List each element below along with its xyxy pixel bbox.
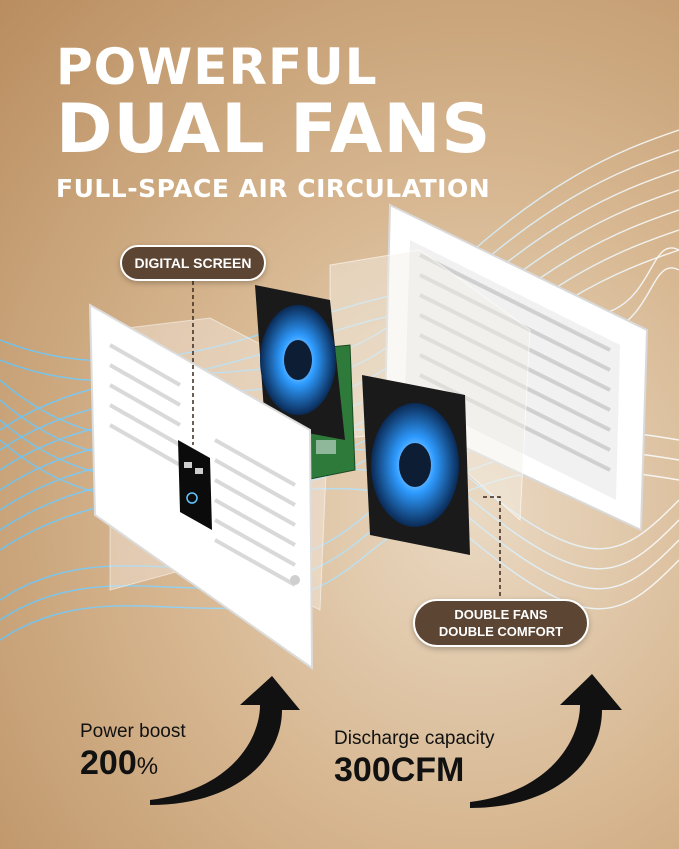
callout-double-fans: DOUBLE FANS DOUBLE COMFORT — [413, 599, 589, 647]
stat-discharge-label: Discharge capacity — [334, 728, 495, 749]
headline-line-2: DUAL FANS — [56, 90, 492, 169]
headline-line-1: POWERFUL — [56, 38, 378, 96]
back-grille-panel — [383, 203, 649, 532]
stat-power-number: 200 — [80, 744, 137, 782]
stat-discharge-capacity: Discharge capacity 300CFM — [334, 728, 495, 790]
callout-fans-line-1: DOUBLE FANS — [454, 607, 548, 622]
stat-power-label: Power boost — [80, 721, 186, 742]
callout-lines — [192, 281, 501, 599]
digital-screen — [178, 440, 212, 530]
fan-bottom — [362, 375, 470, 555]
callout-fans-line-2: DOUBLE COMFORT — [438, 624, 564, 639]
fan-top — [255, 285, 345, 440]
callout-digital-screen: DIGITAL SCREEN — [120, 245, 266, 281]
stat-power-boost: Power boost 200% — [80, 721, 186, 787]
stat-power-unit: % — [136, 753, 159, 780]
stat-power-value: 200% — [80, 743, 186, 787]
arrow-left-icon — [150, 676, 300, 805]
headline: POWERFUL DUAL FANS FULL-SPACE AIR CIRCUL… — [56, 40, 616, 204]
stat-discharge-value: 300CFM — [334, 751, 465, 789]
arrow-right-icon — [470, 674, 622, 808]
headline-subtitle: FULL-SPACE AIR CIRCULATION — [56, 174, 491, 203]
